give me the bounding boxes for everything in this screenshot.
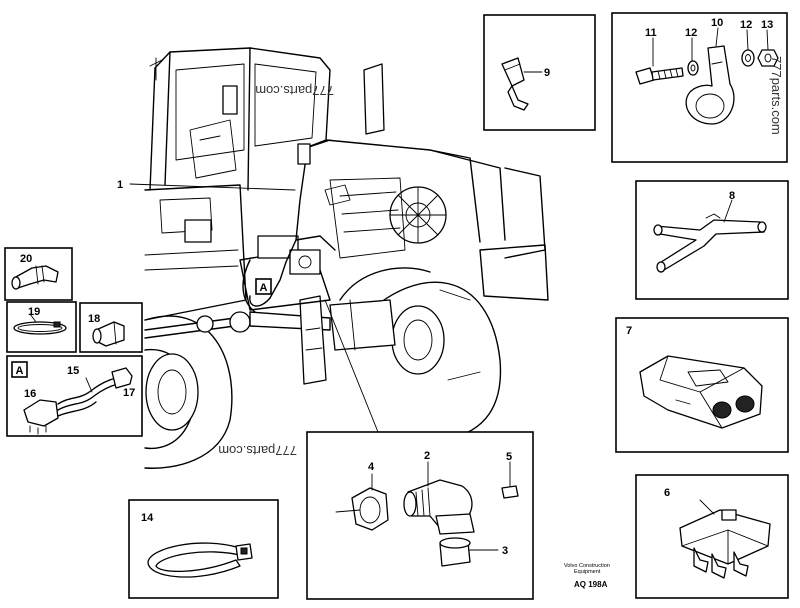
watermark-cab: 777parts.com: [255, 83, 334, 98]
callout-5: 5: [506, 451, 512, 463]
wheel-loader-illustration: [144, 47, 549, 469]
detail-box-18: [79, 302, 143, 353]
leader-line-1: [129, 183, 296, 191]
callout-14: 14: [141, 512, 154, 524]
callout-17: 17: [123, 387, 135, 399]
detail-box-a: [6, 355, 143, 437]
callout-1: 1: [117, 179, 123, 191]
callout-12b: 12: [740, 19, 752, 31]
company-line-1: Volvo Construction: [564, 563, 610, 569]
detail-box-9: [483, 14, 596, 131]
callout-15: 15: [67, 365, 79, 377]
callout-12a: 12: [685, 27, 697, 39]
watermark-lower: 777parts.com: [218, 443, 297, 458]
watermark-right: 777parts.com: [769, 56, 784, 135]
callout-11: 11: [645, 27, 657, 39]
callout-3: 3: [502, 545, 508, 557]
callout-10: 10: [711, 17, 723, 29]
callout-8: 8: [729, 190, 735, 202]
detail-box-20: [4, 247, 73, 301]
detail-box-14: [128, 499, 279, 599]
detail-marker-a-box: A: [16, 365, 24, 377]
callout-9: 9: [544, 67, 550, 79]
leader-line-detail: [324, 299, 379, 433]
callout-16: 16: [24, 388, 36, 400]
callout-6: 6: [664, 487, 670, 499]
callout-20: 20: [20, 253, 32, 265]
detail-box-8: [635, 180, 789, 300]
callout-19: 19: [28, 306, 40, 318]
detail-box-6: [635, 474, 789, 599]
company-line-2: Equipment: [574, 569, 601, 575]
callout-4: 4: [368, 461, 375, 473]
detail-box-7: [615, 317, 789, 453]
callout-7: 7: [626, 325, 632, 337]
reference-code: AQ 198A: [574, 580, 608, 589]
callout-2: 2: [424, 450, 430, 462]
detail-box-10-13: [611, 12, 788, 163]
detail-marker-a-machine: A: [260, 282, 268, 294]
detail-box-19: [6, 301, 77, 353]
detail-box-2-5: [306, 431, 534, 600]
callout-13: 13: [761, 19, 773, 31]
callout-labels: 1 2 3 4 5 6 7 8 9 10 11 12 12 13 14 15 1…: [20, 17, 773, 557]
callout-18: 18: [88, 313, 100, 325]
